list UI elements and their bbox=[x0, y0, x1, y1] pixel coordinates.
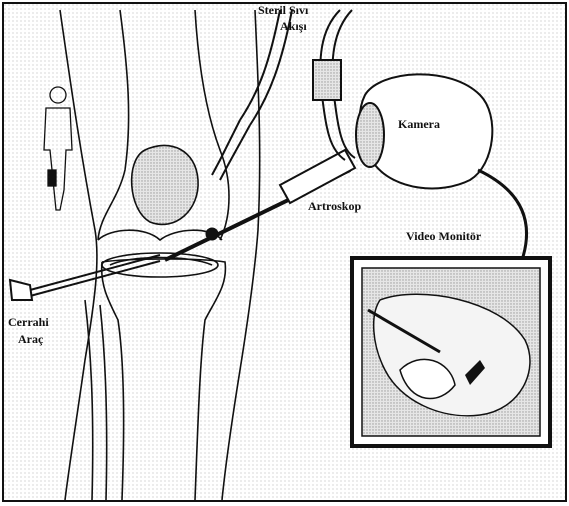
label-arthroscope: Artroskop bbox=[308, 199, 361, 213]
label-monitor: Video Monitör bbox=[406, 229, 482, 243]
patella bbox=[132, 145, 199, 224]
label-tool-1: Cerrahi bbox=[8, 315, 49, 329]
label-saline-1: Steril Sıvı bbox=[258, 3, 309, 17]
label-camera: Kamera bbox=[398, 117, 440, 131]
label-tool-2: Araç bbox=[18, 332, 44, 346]
label-saline-2: Akışı bbox=[280, 19, 307, 33]
video-monitor bbox=[352, 258, 550, 446]
